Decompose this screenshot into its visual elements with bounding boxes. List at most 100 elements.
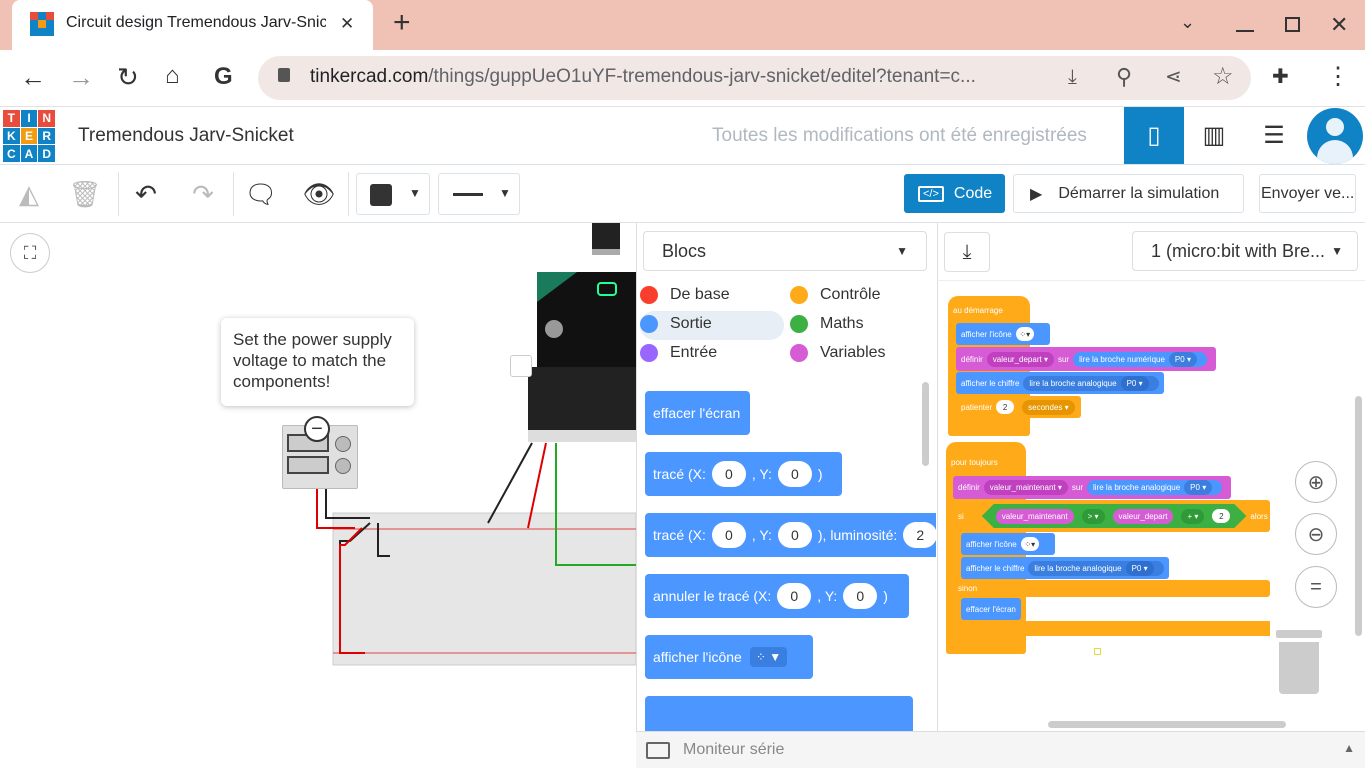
x-input[interactable]: 0	[711, 522, 746, 548]
omnibox[interactable]	[258, 56, 1251, 100]
delete-icon[interactable]: 🗑	[68, 178, 102, 209]
code-button[interactable]: </> Code	[904, 174, 1005, 213]
start-simulation-button[interactable]: ▶ Démarrer la simulation	[1013, 174, 1244, 213]
operator-dropdown[interactable]: > ▾	[1082, 509, 1105, 524]
extensions-icon[interactable]: ✚	[1272, 66, 1289, 88]
plus-dropdown[interactable]: + ▾	[1181, 509, 1204, 524]
zoom-in-button[interactable]: ⊕	[1295, 461, 1337, 503]
ws-block-sinon[interactable]: sinon	[953, 580, 1270, 597]
category-entree[interactable]: Entrée	[640, 344, 717, 362]
icon-picker[interactable]: ⁘ ▼	[749, 647, 788, 667]
ws-block-effacer-ecran[interactable]: effacer l'écran	[961, 598, 1021, 620]
zoom-out-button[interactable]: ⊖	[1295, 513, 1337, 555]
wire-style-picker[interactable]: ▼	[438, 173, 520, 215]
var-dropdown[interactable]: valeur_depart ▾	[986, 351, 1054, 367]
serial-monitor-bar[interactable]: Moniteur série ▲	[636, 731, 1365, 768]
category-variables[interactable]: Variables	[790, 344, 886, 362]
restore-icon[interactable]	[1285, 17, 1300, 32]
ws-block-afficher-icone[interactable]: afficher l'icône⁘▾	[956, 323, 1050, 345]
block-effacer-ecran[interactable]: effacer l'écran	[645, 391, 750, 435]
microbit-board[interactable]	[537, 272, 636, 367]
tab-list-chevron-icon[interactable]: ⌄	[1180, 12, 1196, 32]
trash-icon[interactable]	[1276, 630, 1322, 694]
condition-block[interactable]: valeur_maintenant > ▾ valeur_depart + ▾ …	[982, 504, 1247, 528]
x-input[interactable]: 0	[777, 583, 812, 609]
breakout-board[interactable]	[528, 367, 636, 442]
category-de-base[interactable]: De base	[640, 286, 730, 304]
share-icon[interactable]: ⋖	[1165, 66, 1182, 88]
fit-view-button[interactable]: ⛶	[10, 233, 50, 273]
x-input[interactable]: 0	[711, 461, 746, 487]
send-button[interactable]: Envoyer ve...	[1259, 174, 1356, 213]
unit-dropdown[interactable]: secondes ▾	[1022, 399, 1075, 415]
block-afficher-leds[interactable]	[645, 696, 913, 731]
avatar[interactable]	[1307, 108, 1363, 164]
rotate-icon[interactable]: ◭	[19, 178, 39, 209]
y-input[interactable]: 0	[777, 522, 812, 548]
install-icon[interactable]: ⤓	[1068, 66, 1077, 88]
menu-icon[interactable]: ⋮	[1326, 63, 1350, 90]
reload-icon[interactable]: ↻	[117, 62, 139, 92]
circuit-view-button[interactable]: ▯	[1124, 107, 1184, 164]
category-controle[interactable]: Contrôle	[790, 286, 880, 304]
color-picker[interactable]: ▼	[356, 173, 430, 215]
tab-close-icon[interactable]: ✕	[340, 14, 355, 33]
notes-icon[interactable]: 🗨	[244, 178, 278, 209]
blocks-mode-select[interactable]: Blocs ▼	[643, 231, 927, 271]
resize-handle[interactable]	[510, 355, 532, 377]
back-icon[interactable]: ←	[20, 62, 46, 92]
ws-block-afficher-icone[interactable]: afficher l'icône⁘▾	[961, 533, 1055, 555]
pin-dropdown[interactable]: P0 ▾	[1125, 560, 1154, 576]
component-list-button[interactable]: ☰	[1263, 122, 1285, 149]
pin-dropdown[interactable]: P0 ▾	[1184, 480, 1213, 495]
tinkercad-logo[interactable]: T I N K E R C A D	[3, 110, 55, 162]
google-icon[interactable]: G	[214, 63, 233, 90]
icon-picker[interactable]: ⁘▾	[1015, 327, 1034, 341]
minimize-icon[interactable]	[1236, 30, 1254, 32]
y-input[interactable]: 0	[777, 461, 812, 487]
category-sortie[interactable]: Sortie	[640, 315, 712, 333]
var-dropdown[interactable]: valeur_maintenant ▾	[983, 480, 1068, 495]
ws-block-si[interactable]: si valeur_maintenant > ▾ valeur_depart +…	[953, 500, 1270, 532]
workspace-hscrollbar[interactable]	[1048, 721, 1286, 728]
breadboard-circuit[interactable]	[270, 223, 636, 668]
undo-icon[interactable]: ↶	[135, 178, 157, 209]
schematic-view-button[interactable]: ▥	[1202, 122, 1226, 149]
block-trace[interactable]: tracé (X:0, Y:0)	[645, 452, 842, 496]
workspace-vscrollbar[interactable]	[1355, 396, 1362, 636]
download-icon[interactable]: ⤓	[944, 232, 990, 272]
block-annuler-trace[interactable]: annuler le tracé (X:0, Y:0)	[645, 574, 909, 618]
device-select[interactable]: 1 (micro:bit with Bre... ▼	[1132, 231, 1358, 271]
icon-picker[interactable]: ⁘▾	[1020, 537, 1039, 551]
home-icon[interactable]: ⌂	[165, 62, 180, 89]
redo-icon[interactable]: ↷	[192, 178, 214, 209]
new-tab-button[interactable]: +	[393, 6, 411, 39]
pin-dropdown[interactable]: P0 ▾	[1168, 351, 1197, 367]
wait-input[interactable]: 2	[996, 400, 1015, 414]
close-window-icon[interactable]: ✕	[1330, 12, 1349, 37]
palette-scrollbar[interactable]	[922, 382, 929, 466]
url-text[interactable]: tinkercad.com/things/guppUeO1uYF-tremend…	[310, 66, 976, 87]
category-maths[interactable]: Maths	[790, 315, 864, 333]
y-input[interactable]: 0	[843, 583, 878, 609]
var-pill[interactable]: valeur_maintenant	[996, 509, 1074, 524]
visibility-icon[interactable]: 👁	[302, 178, 336, 209]
forward-icon[interactable]: →	[68, 62, 94, 92]
pin-dropdown[interactable]: P0 ▾	[1120, 375, 1149, 391]
browser-tab[interactable]	[12, 0, 373, 50]
zoom-reset-button[interactable]: =	[1295, 566, 1337, 608]
bookmark-star-icon[interactable]: ☆	[1212, 63, 1234, 90]
block-afficher-icone[interactable]: afficher l'icône⁘ ▼	[645, 635, 813, 679]
block-trace-luminosite[interactable]: tracé (X:0, Y:0), luminosité:2	[645, 513, 936, 557]
var-pill[interactable]: valeur_depart	[1113, 509, 1174, 524]
project-title[interactable]: Tremendous Jarv-Snicket	[78, 125, 294, 146]
